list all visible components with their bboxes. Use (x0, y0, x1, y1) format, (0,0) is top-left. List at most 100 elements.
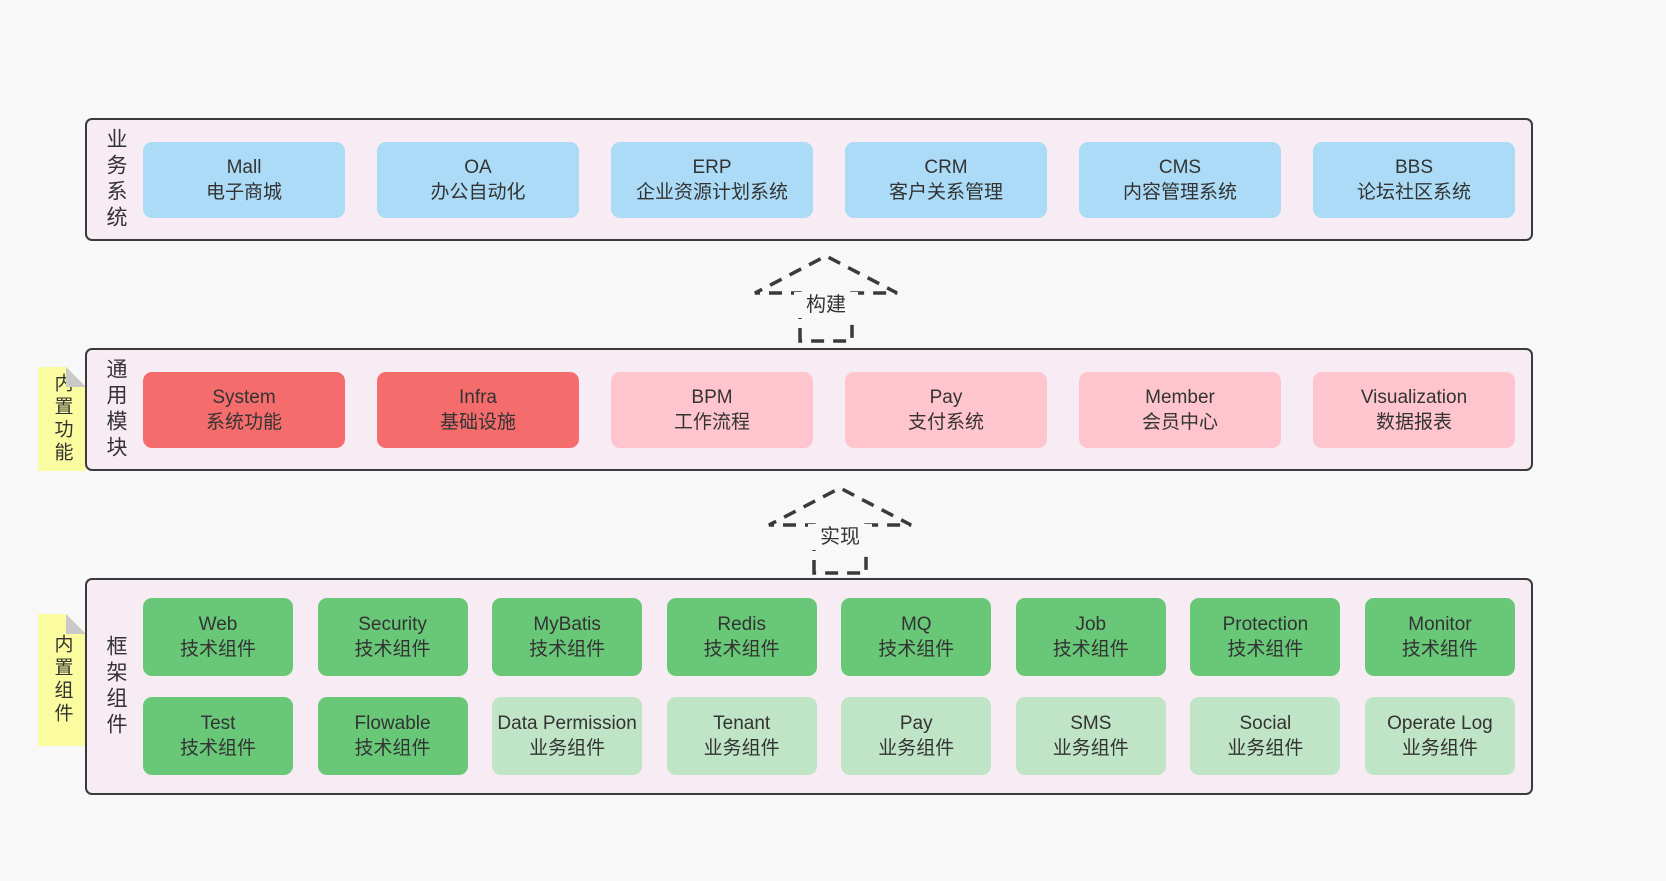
component-box-mall: Mall 电子商城 (143, 141, 345, 218)
component-box-job: Job 技术组件 (1015, 598, 1166, 676)
component-subtitle: 业务组件 (703, 738, 780, 759)
component-subtitle: 技术组件 (878, 639, 955, 660)
component-title: Social (1239, 713, 1292, 734)
component-subtitle: 办公自动化 (430, 181, 526, 203)
component-subtitle: 业务组件 (1227, 738, 1304, 759)
component-subtitle: 技术组件 (354, 639, 431, 660)
component-subtitle: 业务组件 (878, 738, 955, 759)
component-box-mq: MQ 技术组件 (841, 598, 992, 676)
component-title: BBS (1394, 156, 1434, 178)
component-subtitle: 技术组件 (703, 639, 780, 660)
component-box-pay: Pay 业务组件 (841, 697, 992, 775)
component-box-tenant: Tenant 业务组件 (666, 697, 817, 775)
component-box-test: Test 技术组件 (143, 697, 293, 775)
folded-corner-icon (66, 367, 86, 387)
component-subtitle: 业务组件 (1052, 738, 1129, 759)
component-title: Flowable (354, 713, 431, 734)
component-title: OA (464, 156, 492, 178)
component-box-pay: Pay 支付系统 (845, 371, 1047, 448)
sticky-note-label: 内置功能 (51, 373, 73, 465)
component-subtitle: 技术组件 (529, 639, 606, 660)
component-subtitle: 内容管理系统 (1122, 181, 1237, 203)
component-title: Mall (226, 156, 262, 178)
component-title: Security (358, 614, 427, 635)
component-title: Web (198, 614, 238, 635)
component-subtitle: 技术组件 (179, 738, 256, 759)
component-box-security: Security 技术组件 (317, 598, 468, 676)
layer-label-wrap: 通用模块 (87, 350, 143, 469)
component-title: BPM (691, 386, 733, 408)
component-subtitle: 客户关系管理 (888, 181, 1003, 203)
component-title: Test (200, 713, 236, 734)
component-title: Pay (899, 713, 933, 734)
component-box-bpm: BPM 工作流程 (611, 371, 813, 448)
component-box-member: Member 会员中心 (1079, 371, 1281, 448)
component-subtitle: 支付系统 (907, 411, 984, 433)
sticky-note-label: 内置组件 (51, 634, 73, 726)
component-title: Tenant (713, 713, 771, 734)
layer-label: 通用模块 (104, 357, 127, 462)
implement-arrow-icon (768, 486, 912, 575)
build-arrow-label: 构建 (794, 292, 858, 318)
component-title: CMS (1158, 156, 1202, 178)
component-title: Infra (458, 386, 498, 408)
component-subtitle: 工作流程 (673, 411, 750, 433)
component-title: ERP (692, 156, 732, 178)
layer-label-wrap: 业务系统 (87, 120, 143, 239)
component-subtitle: 业务组件 (529, 738, 606, 759)
component-title: Member (1145, 386, 1215, 408)
component-box-social: Social 业务组件 (1190, 697, 1341, 775)
implement-arrow-label: 实现 (808, 524, 872, 550)
component-subtitle: 技术组件 (179, 639, 256, 660)
component-box-bbs: BBS 论坛社区系统 (1313, 141, 1515, 218)
component-title: SMS (1070, 713, 1112, 734)
component-title: Job (1075, 614, 1107, 635)
layer-label: 业务系统 (104, 127, 127, 232)
component-subtitle: 会员中心 (1141, 411, 1218, 433)
component-box-monitor: Monitor 技术组件 (1364, 598, 1515, 676)
component-box-visualization: Visualization 数据报表 (1313, 371, 1515, 448)
sticky-note-built-in-components: 内置组件 (38, 614, 86, 746)
component-box-flowable: Flowable 技术组件 (317, 697, 468, 775)
component-title: Monitor (1408, 614, 1472, 635)
component-title: Data Permission (497, 713, 637, 734)
component-title: MyBatis (533, 614, 601, 635)
component-subtitle: 电子商城 (205, 181, 282, 203)
component-box-protection: Protection 技术组件 (1190, 598, 1341, 676)
component-title: Protection (1222, 614, 1309, 635)
component-subtitle: 数据报表 (1375, 411, 1452, 433)
component-subtitle: 企业资源计划系统 (635, 181, 788, 203)
component-title: Pay (929, 386, 963, 408)
component-box-erp: ERP 企业资源计划系统 (611, 141, 813, 218)
layer-label-wrap: 框架组件 (87, 580, 143, 793)
component-box-operate-log: Operate Log 业务组件 (1364, 697, 1515, 775)
component-subtitle: 技术组件 (1401, 639, 1478, 660)
component-title: Operate Log (1387, 713, 1493, 734)
component-subtitle: 技术组件 (1052, 639, 1129, 660)
component-box-oa: OA 办公自动化 (377, 141, 579, 218)
component-box-system: System 系统功能 (143, 371, 345, 448)
component-box-mybatis: MyBatis 技术组件 (492, 598, 643, 676)
layer-label: 框架组件 (104, 634, 127, 739)
sticky-note-built-in-features: 内置功能 (38, 367, 86, 471)
component-title: Visualization (1360, 386, 1468, 408)
component-subtitle: 技术组件 (354, 738, 431, 759)
component-subtitle: 系统功能 (205, 411, 282, 433)
component-box-data-permission: Data Permission 业务组件 (492, 697, 643, 775)
component-title: MQ (900, 614, 932, 635)
component-subtitle: 业务组件 (1401, 738, 1478, 759)
component-subtitle: 技术组件 (1227, 639, 1304, 660)
component-subtitle: 论坛社区系统 (1356, 181, 1471, 203)
folded-corner-icon (66, 614, 86, 634)
build-arrow-icon (754, 254, 898, 343)
component-title: System (212, 386, 276, 408)
